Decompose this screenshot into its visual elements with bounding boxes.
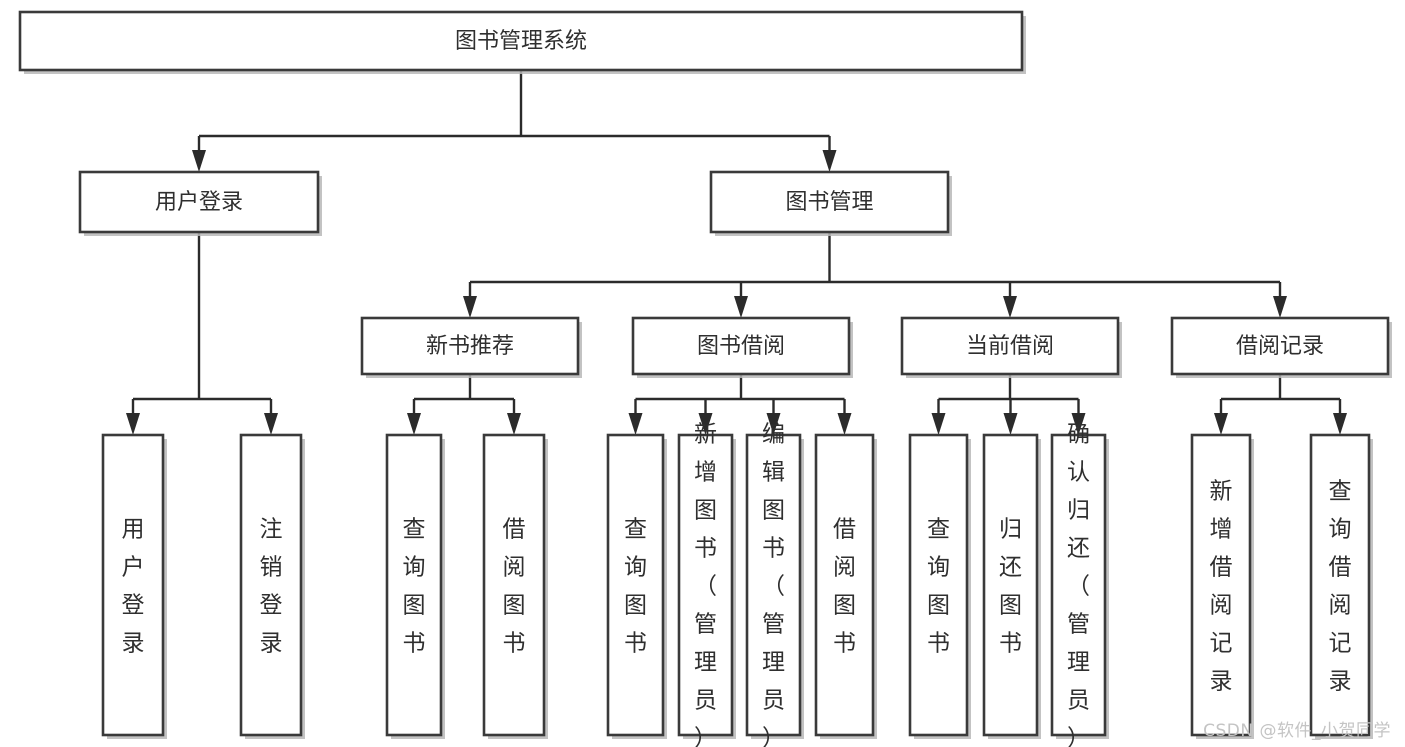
arrowhead-icon [931, 413, 946, 435]
node-box [606, 433, 665, 737]
node-l-query-book-b[interactable]: 查询图书 [606, 433, 667, 739]
arrowhead-icon [126, 413, 140, 435]
arrowhead-icon [1214, 413, 1228, 435]
node-l-query-record[interactable]: 查询借阅记录 [1309, 433, 1373, 739]
node-box [982, 433, 1039, 737]
arrowhead-icon [463, 296, 477, 318]
node-label: 借阅图书 [503, 517, 526, 657]
node-label: 新增借阅记录 [1210, 479, 1233, 695]
node-layer: 图书管理系统用户登录图书管理新书推荐图书借阅当前借阅借阅记录用户登录注销登录查询… [18, 10, 1392, 747]
arrowhead-icon [407, 413, 421, 435]
node-box [709, 170, 950, 234]
node-label: 确认归还（管理员） [1067, 422, 1090, 747]
arrowhead-icon [1071, 413, 1086, 435]
arrowhead-icon [1003, 413, 1018, 435]
node-n-borrow[interactable]: 图书借阅 [631, 316, 853, 378]
node-label: 新书推荐 [426, 334, 514, 359]
node-l-query-book-c[interactable]: 查询图书 [908, 433, 971, 739]
node-l-borrow-book-b[interactable]: 借阅图书 [814, 433, 877, 739]
node-box [1050, 433, 1107, 737]
node-label: 图书借阅 [697, 334, 785, 359]
arrowhead-icon [1003, 296, 1017, 318]
node-label: 借阅图书 [833, 517, 856, 657]
node-box [101, 433, 165, 737]
node-n-book-mgmt[interactable]: 图书管理 [709, 170, 952, 236]
node-label: 用户登录 [122, 517, 145, 657]
node-box [1190, 433, 1252, 737]
node-box [908, 433, 969, 737]
node-box [677, 433, 734, 737]
node-label: 查询借阅记录 [1329, 479, 1352, 695]
arrowhead-icon [192, 150, 206, 172]
node-label: 新增图书（管理员） [694, 422, 717, 747]
node-label: 查询图书 [624, 517, 647, 657]
node-label: 图书管理系统 [455, 29, 587, 54]
node-l-edit-book[interactable]: 编辑图书（管理员） [745, 422, 804, 747]
node-l-borrow-book-a[interactable]: 借阅图书 [482, 433, 548, 739]
node-l-add-record[interactable]: 新增借阅记录 [1190, 433, 1254, 739]
node-l-confirm-return[interactable]: 确认归还（管理员） [1050, 422, 1109, 747]
arrowhead-icon [837, 413, 852, 435]
node-label: 当前借阅 [966, 334, 1054, 359]
node-box [745, 433, 802, 737]
arrowhead-icon [766, 413, 781, 435]
node-l-user-logout[interactable]: 注销登录 [239, 433, 305, 739]
node-n-current[interactable]: 当前借阅 [900, 316, 1122, 378]
arrowhead-icon [628, 413, 643, 435]
node-box [631, 316, 851, 376]
node-label: 用户登录 [155, 190, 243, 215]
node-l-add-book[interactable]: 新增图书（管理员） [677, 422, 736, 747]
node-label: 图书管理 [785, 190, 873, 215]
node-box [78, 170, 320, 234]
arrowhead-icon [1273, 296, 1287, 318]
node-root[interactable]: 图书管理系统 [18, 10, 1026, 74]
arrowhead-icon [698, 413, 713, 435]
arrowhead-icon [507, 413, 521, 435]
node-box [814, 433, 875, 737]
node-label: 借阅记录 [1236, 334, 1324, 359]
node-label: 查询图书 [403, 517, 426, 657]
node-n-records[interactable]: 借阅记录 [1170, 316, 1392, 378]
node-l-user-login[interactable]: 用户登录 [101, 433, 167, 739]
arrowhead-icon [734, 296, 748, 318]
node-box [239, 433, 303, 737]
node-box [385, 433, 443, 737]
arrowhead-icon [1333, 413, 1347, 435]
node-n-user-login[interactable]: 用户登录 [78, 170, 322, 236]
node-n-new-rec[interactable]: 新书推荐 [360, 316, 582, 378]
node-box [360, 316, 580, 376]
node-l-query-book-a[interactable]: 查询图书 [385, 433, 445, 739]
arrowhead-icon [822, 150, 837, 172]
node-label: 注销登录 [260, 517, 283, 657]
node-box [1170, 316, 1390, 376]
node-label: 查询图书 [927, 517, 950, 657]
connector-layer [126, 70, 1347, 435]
node-box [18, 10, 1024, 72]
node-l-return-book[interactable]: 归还图书 [982, 433, 1041, 739]
node-box [1309, 433, 1371, 737]
node-box [900, 316, 1120, 376]
node-label: 归还图书 [999, 517, 1022, 657]
node-label: 编辑图书（管理员） [762, 422, 785, 747]
arrowhead-icon [264, 413, 278, 435]
node-box [482, 433, 546, 737]
